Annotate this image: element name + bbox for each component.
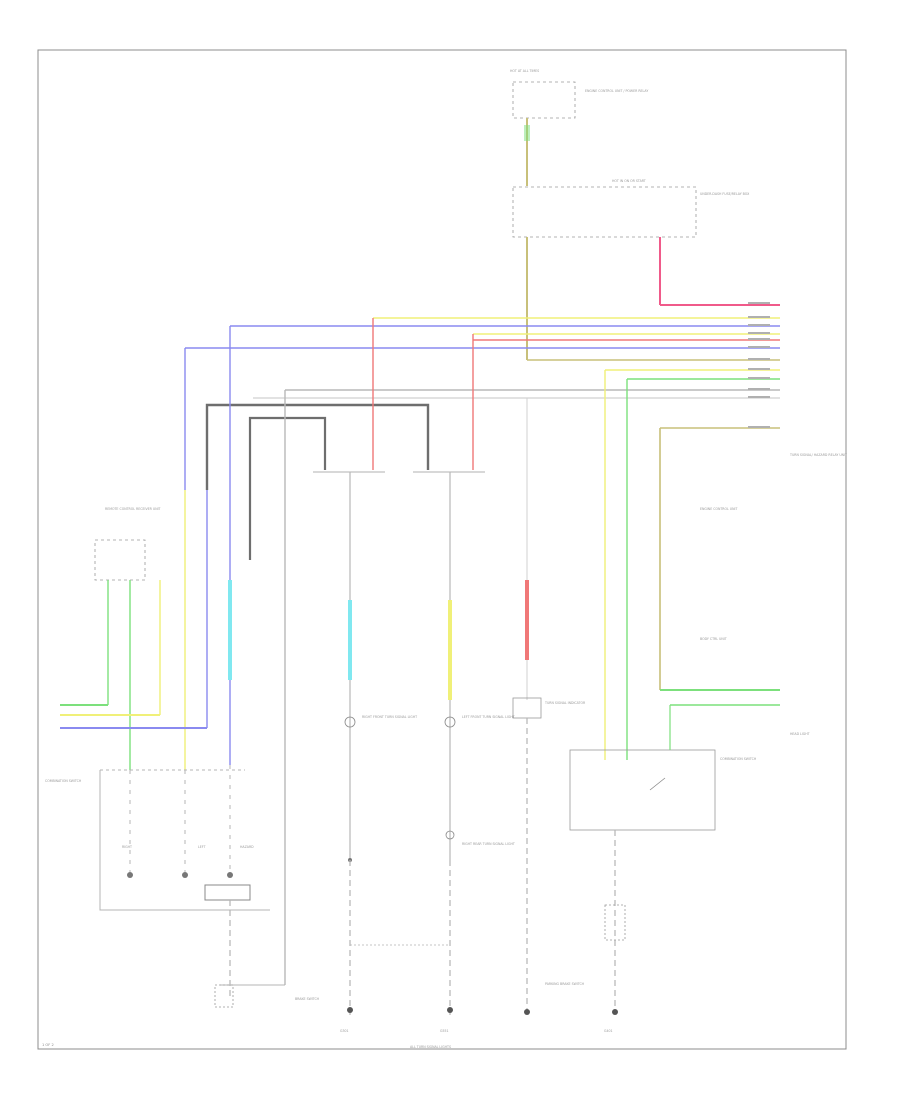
diagram-frame	[37, 49, 847, 1050]
turn-signal-indicator: TURN SIGNAL INDICATOR	[512, 697, 586, 719]
wire-cyan-seg	[348, 600, 352, 680]
wire-cyan-seg-2	[228, 580, 232, 680]
wire-dark-harness-2	[248, 416, 327, 560]
right-combination-switch: COMBINATION SWITCH	[569, 749, 757, 831]
page-number: 1 OF 2	[42, 1043, 54, 1047]
right-front-turn-light: RIGHT FRONT TURN SIGNAL LIGHT	[344, 715, 417, 862]
ground-symbol-a	[347, 1007, 353, 1013]
brake-switch: BRAKE SWITCH	[214, 984, 320, 1008]
ground-c-label: G401	[604, 1029, 613, 1033]
wire-dark-harness-1	[205, 403, 430, 490]
ground-a-label: G301	[340, 1029, 349, 1033]
left-switch-title: COMBINATION SWITCH	[45, 779, 82, 783]
right-center-desc: TURN SIGNAL INDICATOR	[544, 701, 586, 705]
wire-mark	[524, 125, 530, 141]
left-front-turn-light: LEFT FRONT TURN SIGNAL LIGHT RIGHT REAR …	[444, 715, 515, 846]
top-box-desc: ENGINE CONTROL UNIT / POWER RELAY	[585, 89, 648, 93]
fuse-box-title: HOT IN ON OR START	[612, 179, 646, 183]
left-top-desc: REMOTE CONTROL RECEIVER UNIT	[105, 507, 161, 511]
left-combination-switch: COMBINATION SWITCH RIGHT LEFT HAZARD	[45, 765, 270, 911]
left-switch-a: RIGHT	[122, 845, 132, 849]
right-sw-module	[604, 904, 626, 941]
wire-yellow-seg	[448, 600, 452, 700]
ground-symbol-b	[447, 1007, 453, 1013]
bottom-right-desc: PARKING BRAKE SWITCH	[545, 982, 585, 986]
left-receiver-unit: REMOTE CONTROL RECEIVER UNIT	[94, 507, 161, 581]
right-bottom-desc: BODY CTRL UNIT	[700, 637, 727, 641]
right-connector-desc: TURN SIGNAL/ HAZARD RELAY UNIT	[789, 453, 847, 457]
wire-red-seg	[525, 580, 529, 660]
right-connector-pins	[748, 302, 770, 428]
ground-b-label: G551	[440, 1029, 449, 1033]
bottom-far-right: HEAD LIGHT	[790, 732, 810, 736]
combination-switch-label: COMBINATION SWITCH	[720, 757, 757, 761]
fuse-box: HOT IN ON OR START UNDER-DASH FUSE/RELAY…	[512, 179, 750, 238]
ground-symbol-d	[612, 1009, 618, 1015]
top-relay-box: HOT AT ALL TIMES ENGINE CONTROL UNIT / P…	[510, 69, 648, 119]
top-box-title: HOT AT ALL TIMES	[510, 69, 539, 73]
connector-splits	[313, 471, 485, 860]
center-right-desc: LEFT FRONT TURN SIGNAL LIGHT	[462, 715, 515, 719]
right-mid-desc: ENGINE CONTROL UNIT	[700, 507, 737, 511]
bottom-mid-desc: ALL TURN SIGNAL LIGHTS	[410, 1045, 451, 1049]
ground-symbol-c	[524, 1009, 530, 1015]
bottom-left-desc: BRAKE SWITCH	[295, 997, 320, 1001]
left-switch-c: HAZARD	[240, 845, 254, 849]
fuse-box-desc: UNDER-DASH FUSE/RELAY BOX	[700, 192, 750, 196]
left-switch-b: LEFT	[198, 845, 206, 849]
center-left-desc: RIGHT FRONT TURN SIGNAL LIGHT	[362, 715, 417, 719]
center-mid-desc: RIGHT REAR TURN SIGNAL LIGHT	[462, 842, 515, 846]
